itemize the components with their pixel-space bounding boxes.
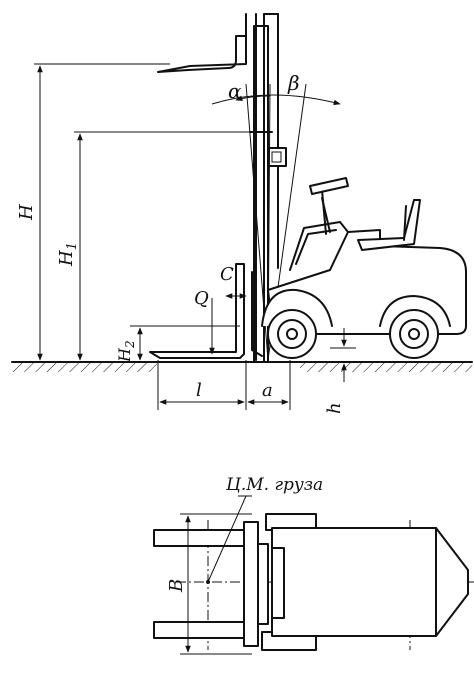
dim-H: H <box>16 63 170 361</box>
seat-and-steering <box>309 177 421 251</box>
label-beta: β <box>287 71 300 95</box>
top-view: B Ц.М. груза <box>153 475 474 655</box>
dim-B: B <box>166 513 252 655</box>
center-of-mass-annotation: Ц.М. груза <box>206 475 323 584</box>
dim-h: h <box>324 328 356 414</box>
forks-top <box>153 529 249 639</box>
ground-line <box>11 361 473 372</box>
label-l: l <box>196 380 202 401</box>
truck-body-top <box>271 527 469 637</box>
label-h: h <box>324 402 345 414</box>
label-H: H <box>16 204 37 221</box>
label-H2: H2 <box>115 340 137 363</box>
rear-wheel <box>389 309 439 359</box>
label-C: C <box>220 264 234 285</box>
dim-Q-C: Q C <box>194 264 247 355</box>
mast <box>245 13 287 363</box>
dim-l-a: l a <box>157 360 291 410</box>
label-B: B <box>166 579 187 593</box>
dim-H1: H1 <box>56 131 250 361</box>
front-wheel <box>267 309 317 359</box>
dim-H2: H2 <box>115 325 240 363</box>
lowered-fork <box>149 263 263 359</box>
label-a: a <box>262 380 273 401</box>
label-center-of-mass: Ц.М. груза <box>225 475 323 495</box>
side-view: H H1 H2 Q C α β <box>11 13 473 414</box>
label-alpha: α <box>228 79 242 103</box>
label-H1: H1 <box>56 242 80 267</box>
raised-fork <box>157 35 247 73</box>
label-Q: Q <box>194 288 209 309</box>
